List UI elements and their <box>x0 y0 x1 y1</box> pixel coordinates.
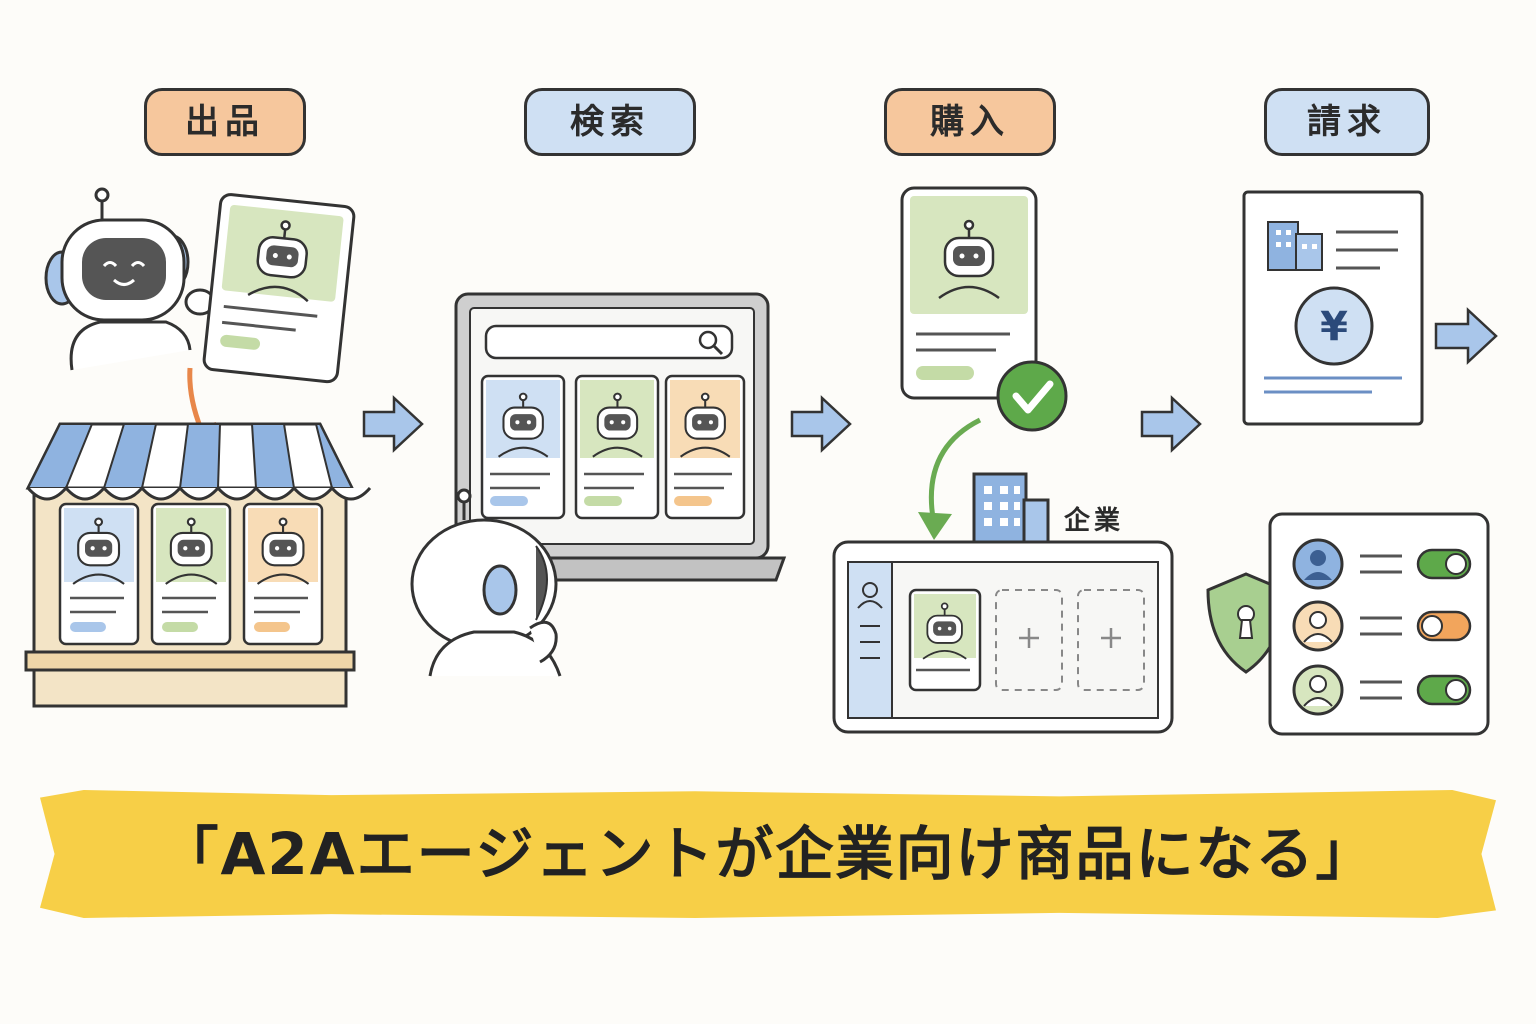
stage-label-billing: 請求 <box>1264 88 1430 156</box>
stage-label-listing: 出品 <box>144 88 306 156</box>
corporate-label: 企業 <box>1064 506 1125 536</box>
stage-label-search: 検索 <box>524 88 696 156</box>
user-row-1 <box>1292 538 1472 590</box>
laptop <box>437 292 787 582</box>
yen-symbol: ¥ <box>1320 304 1348 350</box>
plus-icon <box>1101 628 1121 648</box>
yen-icon <box>1294 286 1374 366</box>
invoice-document <box>1242 190 1424 426</box>
banner-caption: 「A2Aエージェントが企業向け商品になる」 <box>160 820 1376 888</box>
user-row-3 <box>1292 664 1472 716</box>
flow-arrow-3 <box>1140 395 1202 453</box>
user-permissions-panel <box>1268 512 1490 736</box>
purchase-product-card <box>900 186 1038 400</box>
flow-arrow-1 <box>362 395 424 453</box>
flow-arrow-4 <box>1434 307 1498 365</box>
shop-icon <box>24 422 372 708</box>
user-row-2 <box>1292 600 1472 652</box>
search-robot <box>410 488 562 677</box>
check-icon <box>996 360 1068 432</box>
corporate-dashboard <box>832 540 1174 734</box>
listing-robot <box>44 187 216 371</box>
building-icon <box>1267 221 1323 271</box>
listing-product-card <box>202 193 356 384</box>
banner-tape <box>40 790 1496 918</box>
building-icon <box>972 472 1050 548</box>
stage-label-purchase: 購入 <box>884 88 1056 156</box>
purchase-arrow-down <box>928 417 982 525</box>
flow-arrow-2 <box>790 395 852 453</box>
search-icon <box>698 330 724 356</box>
plus-icon <box>1019 628 1039 648</box>
